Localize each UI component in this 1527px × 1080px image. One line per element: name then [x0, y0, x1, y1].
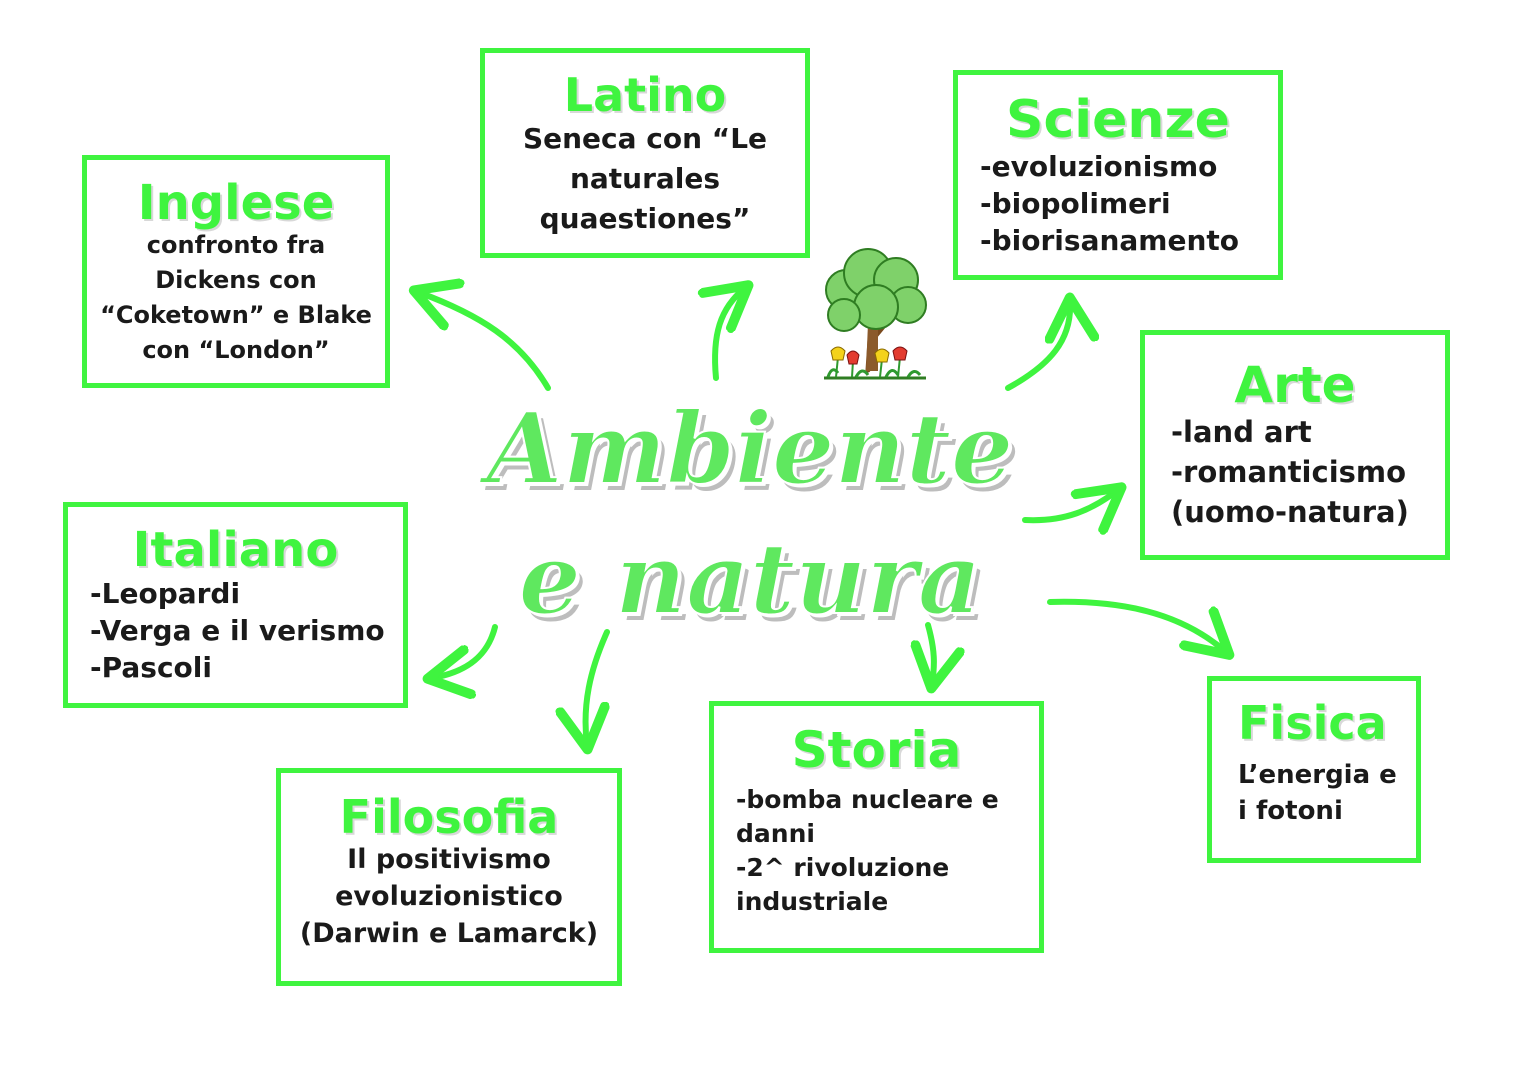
- text-line: evoluzionistico: [335, 881, 563, 913]
- node-body-inglese: confronto fra Dickens con “Coketown” e B…: [87, 228, 385, 368]
- list-item: (uomo-natura): [1171, 494, 1409, 529]
- list-item: -evoluzionismo: [980, 149, 1218, 183]
- node-title-fisica: Fisica: [1238, 696, 1387, 750]
- text-line: naturales: [569, 162, 721, 196]
- list-item: -2^ rivoluzione: [736, 852, 950, 882]
- tree-icon: [824, 248, 927, 380]
- node-title-storia: Storia: [791, 721, 962, 779]
- arrow-to-inglese: [418, 292, 551, 391]
- list-item: -Pascoli: [90, 651, 212, 685]
- list-item: -bomba nucleare e: [736, 784, 999, 814]
- node-body-scienze: -evoluzionismo -biopolimeri -biorisaname…: [980, 148, 1278, 259]
- list-item: -romanticismo: [1171, 454, 1407, 489]
- text-line: Il positivismo: [347, 844, 551, 876]
- arrow-to-storia: [928, 622, 934, 684]
- list-item: industriale: [736, 886, 889, 916]
- node-scienze: Scienze -evoluzionismo -biopolimeri -bio…: [953, 70, 1283, 280]
- main-title-line1: Ambiente: [486, 391, 1015, 508]
- arrow-to-latino: [715, 288, 745, 381]
- node-body-fisica: L’energia e i fotoni: [1238, 757, 1416, 829]
- arrow-to-arte: [1022, 490, 1118, 520]
- list-item: -Leopardi: [90, 577, 241, 611]
- text-line: Dickens con: [155, 266, 317, 295]
- node-body-filosofia: Il positivismo evoluzionistico (Darwin e…: [281, 841, 617, 952]
- text-line: (Darwin e Lamarck): [299, 918, 599, 950]
- text-line: i fotoni: [1238, 796, 1343, 827]
- main-title-line2: e natura: [518, 521, 983, 638]
- node-latino: Latino Seneca con “Le naturales quaestio…: [480, 48, 810, 258]
- node-title-italiano: Italiano: [132, 522, 339, 578]
- list-item: -biorisanamento: [980, 223, 1240, 257]
- node-title-filosofia: Filosofia: [339, 790, 559, 844]
- list-item: danni: [736, 818, 815, 848]
- node-title-scienze: Scienze: [1006, 90, 1230, 150]
- arrow-to-filosofia: [586, 629, 610, 745]
- text-line: Seneca con “Le: [522, 122, 768, 156]
- node-arte: Arte -land art -romanticismo (uomo-natur…: [1140, 330, 1450, 560]
- node-title-latino: Latino: [563, 68, 727, 122]
- node-italiano: Italiano -Leopardi -Verga e il verismo -…: [63, 502, 408, 708]
- text-line: con “London”: [142, 336, 330, 365]
- arrow-to-scienze: [1005, 302, 1070, 391]
- node-fisica: Fisica L’energia e i fotoni: [1207, 676, 1421, 863]
- node-body-latino: Seneca con “Le naturales quaestiones”: [485, 119, 805, 239]
- node-storia: Storia -bomba nucleare e danni -2^ rivol…: [709, 701, 1044, 953]
- list-item: -Verga e il verismo: [90, 614, 385, 648]
- text-line: quaestiones”: [539, 202, 751, 236]
- node-title-arte: Arte: [1234, 356, 1356, 414]
- list-item: -biopolimeri: [980, 186, 1171, 220]
- node-body-arte: -land art -romanticismo (uomo-natura): [1171, 412, 1445, 532]
- node-filosofia: Filosofia Il positivismo evoluzionistico…: [276, 768, 622, 986]
- text-line: “Coketown” e Blake: [100, 301, 372, 330]
- main-title: Ambiente e natura: [470, 385, 1030, 645]
- text-line: L’energia e: [1238, 760, 1397, 791]
- node-inglese: Inglese confronto fra Dickens con “Coket…: [82, 155, 390, 388]
- arrow-to-fisica: [1047, 598, 1226, 652]
- list-item: -land art: [1171, 414, 1312, 449]
- node-body-italiano: -Leopardi -Verga e il verismo -Pascoli: [90, 575, 403, 686]
- arrow-to-italiano: [432, 624, 498, 678]
- text-line: confronto fra: [146, 231, 326, 260]
- node-body-storia: -bomba nucleare e danni -2^ rivoluzione …: [736, 783, 1039, 919]
- node-title-inglese: Inglese: [137, 175, 335, 231]
